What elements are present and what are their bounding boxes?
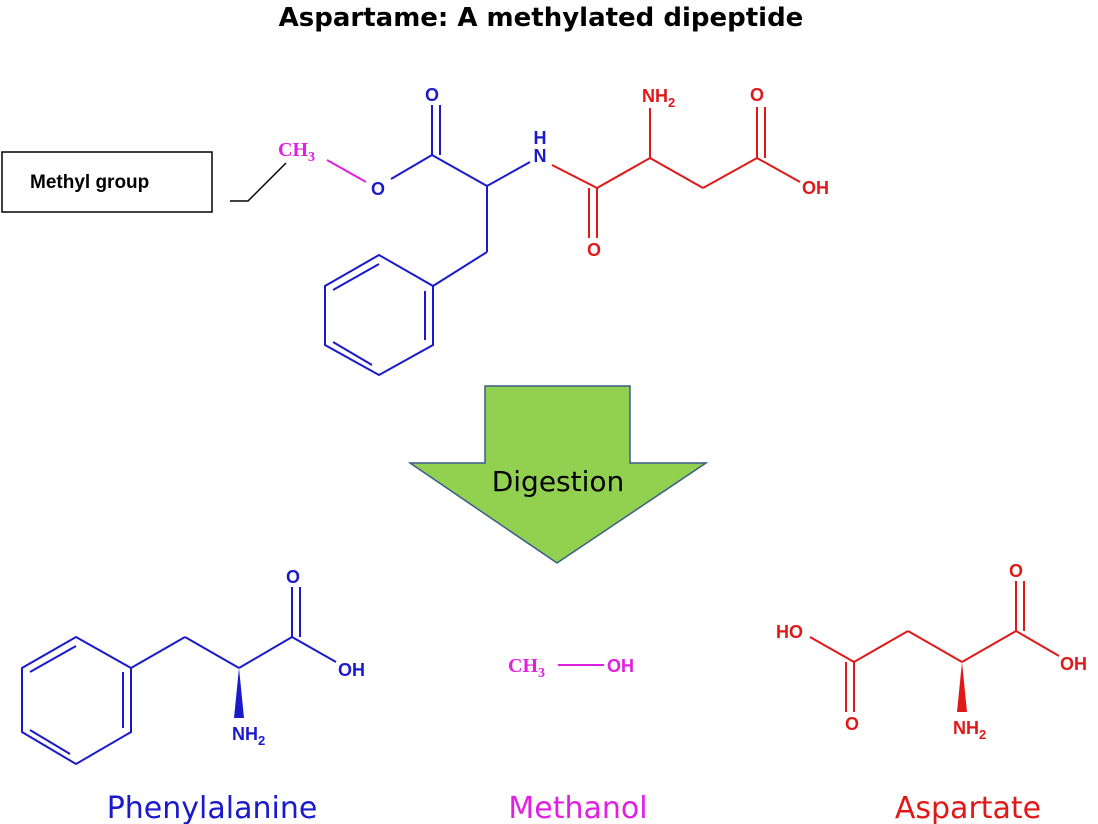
aspartate-hydroxyl-right: OH (1060, 654, 1087, 674)
aspartame-amine-label: NH2 (642, 86, 675, 110)
aspartate-carbonyl-oxygen-top: O (1009, 561, 1023, 581)
methanol-methyl-label: CH3 (508, 655, 545, 681)
aspartame-atom-labels: CH3 O O H N O NH2 O OH (278, 85, 829, 260)
aspartate-wedge-bond (957, 662, 967, 712)
methanol-hydroxyl: OH (607, 656, 634, 676)
phenylalanine-hydroxyl: OH (338, 660, 365, 680)
aspartame-acid-oxygen: O (750, 85, 764, 105)
aspartame-amide-hydrogen: H (534, 128, 547, 148)
aspartate-atom-labels: HO O OH O NH2 (776, 561, 1087, 742)
digestion-arrow (407, 385, 709, 564)
aspartate-carbonyl-oxygen-bottom: O (845, 714, 859, 734)
aspartate-caption: Aspartate (895, 791, 1041, 824)
aspartate-hydroxyl-left: HO (776, 622, 803, 642)
aspartame-amide-nitrogen: N (534, 146, 547, 166)
methyl-callout-pointer (230, 162, 287, 202)
aspartame-methyl-label: CH3 (278, 139, 315, 165)
phenylalanine-caption: Phenylalanine (107, 791, 318, 824)
aspartame-carbonyl-oxygen: O (425, 85, 439, 105)
aspartame-methyl-bond (326, 159, 367, 183)
phenylalanine-wedge-bond (234, 668, 244, 718)
phenylalanine-amine: NH2 (232, 724, 265, 748)
aspartame-amide-oxygen: O (587, 240, 601, 260)
aspartame-aspartate-bonds (551, 107, 801, 238)
aspartate-molecule (809, 581, 1060, 712)
aspartame-ester-oxygen: O (371, 179, 385, 199)
aspartame-phenylalanine-bonds (324, 105, 531, 377)
aspartate-amine: NH2 (953, 718, 986, 742)
methanol-caption: Methanol (508, 791, 647, 824)
phenylalanine-atom-labels: O OH NH2 (232, 567, 365, 748)
methyl-callout-box (1, 151, 213, 213)
diagram-title: Aspartame: A methylated dipeptide (279, 3, 804, 33)
methyl-callout-label: Methyl group (30, 172, 149, 193)
aspartame-acid-hydroxyl: OH (802, 178, 829, 198)
methanol-molecule: CH3 OH (508, 655, 634, 681)
digestion-arrow-label: Digestion (492, 465, 625, 498)
aspartame-molecule (324, 105, 801, 377)
phenylalanine-carbonyl-oxygen: O (286, 567, 300, 587)
phenylalanine-molecule (21, 587, 337, 766)
